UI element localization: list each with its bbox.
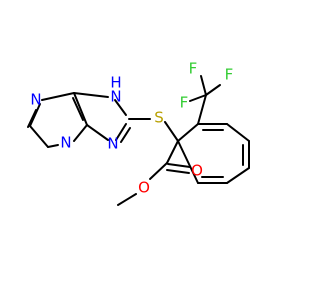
bond [177, 140, 199, 184]
structure-svg: N N H N N S O O F F F [27, 60, 250, 206]
atoms: N N H N N S O O F F F [30, 60, 233, 197]
molecule-diagram: N N H N N S O O F F F [27, 60, 250, 206]
atom-h-imidazole: H [110, 74, 121, 92]
bond [205, 84, 221, 96]
bond [29, 103, 41, 127]
atom-o-carbonyl: O [191, 162, 203, 180]
bond [41, 92, 75, 101]
atom-n-pyrimidine-bottom: N [60, 134, 71, 152]
bond [29, 125, 49, 148]
atom-n-pyrimidine-top: N [30, 91, 41, 109]
atom-s-thioether: S [154, 109, 164, 127]
bond [86, 124, 109, 141]
bond [177, 123, 199, 142]
atom-o-ester: O [138, 179, 150, 197]
bond [164, 121, 179, 142]
bond [115, 123, 127, 141]
bond [114, 99, 127, 116]
atom-f-left: F [180, 94, 189, 112]
bonds [27, 75, 250, 206]
bond [72, 97, 84, 121]
bond [200, 75, 207, 96]
bond [73, 92, 88, 126]
bond [73, 124, 88, 142]
bond [149, 162, 168, 180]
bond [27, 109, 37, 128]
atom-f-right: F [225, 66, 234, 84]
bond [197, 94, 207, 125]
bond [226, 123, 250, 142]
bond [120, 127, 131, 143]
bond [167, 163, 191, 168]
bond [73, 92, 109, 98]
bond [189, 94, 207, 102]
atom-f-top: F [189, 60, 198, 78]
bond [226, 167, 250, 184]
bond [166, 169, 190, 174]
bond [47, 144, 59, 148]
bond [166, 140, 179, 164]
bond [117, 193, 137, 206]
atom-n-imidazole: N [107, 135, 118, 153]
atom-n-imidazole-nh: N [110, 88, 121, 106]
